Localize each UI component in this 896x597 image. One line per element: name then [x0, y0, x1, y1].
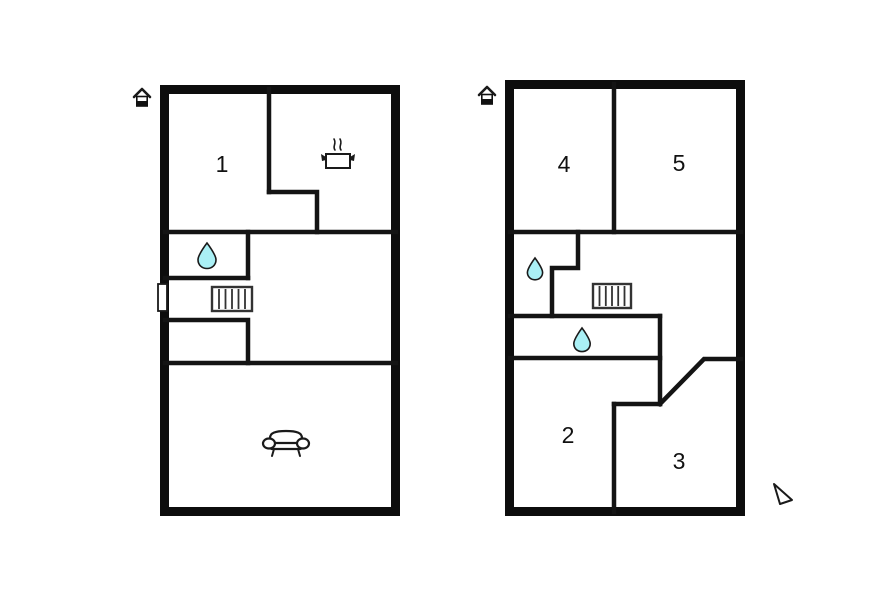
ground-floor-plan[interactable]: 1: [132, 85, 400, 516]
room-number-3: 3: [673, 448, 686, 474]
water-drop-icon: [197, 241, 217, 270]
interior-walls-left-plan: [162, 86, 399, 366]
home-icon: [477, 85, 497, 105]
outer-wall-right-plan: [505, 80, 745, 516]
upper-floor-plan[interactable]: 4 5 2 3: [477, 80, 745, 516]
radiator-icon: [591, 282, 633, 310]
room-number-4: 4: [558, 151, 571, 177]
sofa-icon: [261, 429, 311, 457]
window-icon: [157, 283, 168, 312]
room-number-5: 5: [673, 150, 686, 176]
cooking-pot-icon: [321, 138, 355, 169]
room-number-1: 1: [216, 151, 229, 177]
interior-walls-right-plan: [507, 81, 744, 515]
room-number-2: 2: [562, 422, 575, 448]
radiator-icon: [210, 285, 254, 313]
water-drop-icon: [526, 256, 544, 281]
north-arrow: [773, 483, 793, 505]
home-icon: [132, 87, 152, 107]
water-drop-icon: [572, 326, 592, 353]
